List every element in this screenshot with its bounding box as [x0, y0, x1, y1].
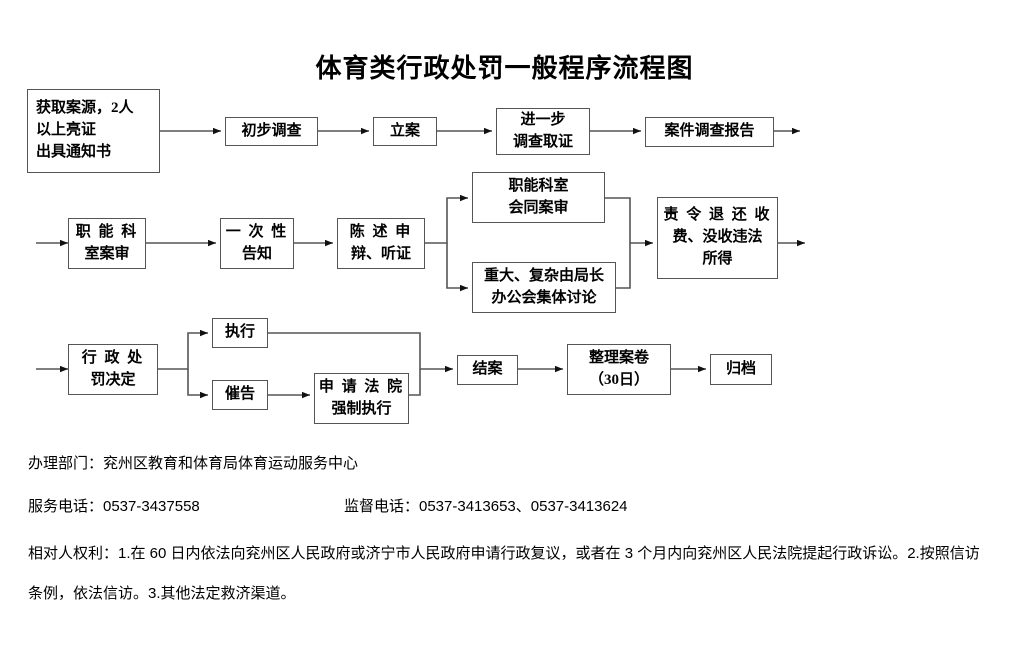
node-line: 出具通知书 [36, 143, 112, 160]
node-line: 申 请 法 院 [318, 378, 405, 395]
node-line: 归档 [725, 360, 756, 377]
node-line: 罚决定 [90, 371, 136, 388]
node-line: 职能科室 [508, 177, 569, 194]
node-line: 进一步 [520, 111, 566, 128]
node-line: 职 能 科 [75, 223, 139, 240]
node-line: 责 令 退 还 收 [663, 207, 772, 224]
node-line: 重大、复杂由局长 [483, 267, 604, 284]
node-order-refund-confiscate[interactable]: 责 令 退 还 收 费、没收违法 所得 [657, 197, 778, 279]
node-case-filing[interactable]: 立案 [373, 117, 437, 146]
node-line: 强制执行 [331, 400, 392, 417]
node-line: 费、没收违法 [672, 229, 763, 246]
node-department-case-review[interactable]: 职 能 科 室案审 [68, 218, 146, 269]
node-line: 调查取证 [512, 133, 573, 150]
node-preliminary-investigation[interactable]: 初步调查 [225, 117, 318, 146]
node-line: 所得 [702, 250, 733, 267]
node-line: 初步调查 [241, 122, 302, 139]
node-line: 获取案源，2人 [36, 100, 134, 117]
node-line: 告知 [241, 245, 272, 262]
footer-rights: 相对人权利：1.在 60 日内依法向兖州区人民政府或济宁市人民政府申请行政复议，… [28, 545, 980, 602]
node-line: 会同案审 [508, 199, 569, 216]
node-line: 陈 述 申 [349, 223, 413, 240]
node-execution[interactable]: 执行 [212, 318, 268, 348]
node-line: 立案 [389, 122, 420, 139]
node-line: 辩、听证 [350, 245, 411, 262]
node-penalty-decision[interactable]: 行 政 处 罚决定 [68, 344, 158, 395]
node-line: 结案 [472, 361, 503, 378]
node-line: 室案审 [84, 245, 130, 262]
node-line: 办公会集体讨论 [491, 289, 597, 306]
page-title: 体育类行政处罚一般程序流程图 [315, 53, 694, 83]
node-line: 案件调查报告 [664, 123, 755, 140]
node-case-investigation-report[interactable]: 案件调查报告 [645, 117, 774, 147]
node-organize-file[interactable]: 整理案卷 （30日） [567, 344, 671, 395]
node-statement-defense-hearing[interactable]: 陈 述 申 辩、听证 [337, 218, 425, 269]
node-line: 以上亮证 [36, 122, 97, 139]
node-line: 行 政 处 [81, 349, 145, 366]
footer-department: 办理部门：兖州区教育和体育局体育运动服务中心 [28, 455, 359, 472]
node-get-case-source[interactable]: 获取案源，2人 以上亮证 出具通知书 [27, 89, 160, 173]
node-archive[interactable]: 归档 [710, 354, 772, 385]
node-one-time-notification[interactable]: 一 次 性 告知 [220, 218, 294, 269]
node-apply-court-enforcement[interactable]: 申 请 法 院 强制执行 [314, 373, 409, 424]
node-line: 一 次 性 [225, 223, 289, 240]
node-further-investigation[interactable]: 进一步 调查取证 [496, 108, 590, 155]
footer-supervision-phone: 监督电话：0537-3413653、0537-3413624 [344, 498, 628, 515]
node-line: （30日） [588, 371, 649, 388]
node-line: 整理案卷 [588, 349, 649, 366]
node-urging[interactable]: 催告 [212, 380, 268, 410]
node-case-closing[interactable]: 结案 [457, 355, 518, 385]
node-line: 催告 [224, 386, 255, 403]
footer-service-phone: 服务电话：0537-3437558 [28, 498, 200, 515]
node-major-complex-discussion[interactable]: 重大、复杂由局长 办公会集体讨论 [472, 262, 616, 313]
node-line: 执行 [224, 324, 255, 341]
node-joint-case-review[interactable]: 职能科室 会同案审 [472, 172, 605, 223]
